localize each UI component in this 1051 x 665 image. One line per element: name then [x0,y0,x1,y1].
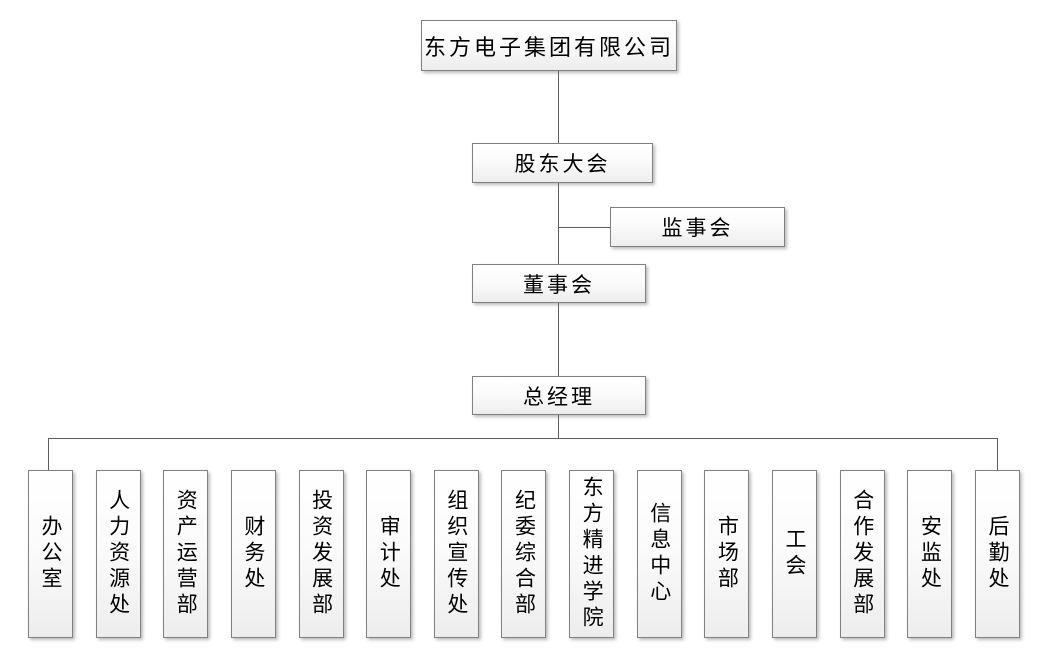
dept-label: 信息中心 [647,502,672,606]
node-board-of-directors: 董事会 [472,264,646,303]
node-general-manager: 总经理 [472,376,646,415]
connector-shareholders-board [558,183,559,264]
dept-box-finance: 财务处 [230,470,276,638]
dept-label: 后勤处 [985,515,1010,593]
node-company-label: 东方电子集团有限公司 [423,34,674,60]
node-general-manager-label: 总经理 [523,384,595,409]
node-supervisory-board-label: 监事会 [661,216,734,240]
department-row: 办公室 人力资源处 资产运营部 财务处 投资发展部 审计处 组织宣传处 纪委综合… [28,470,1020,638]
dept-label: 市场部 [715,515,740,593]
dept-box-discipline-inspection: 纪委综合部 [501,470,547,638]
dept-box-marketing: 市场部 [704,470,750,638]
connector-board-gm [558,303,559,376]
dept-label: 办公室 [39,515,63,593]
dept-box-investment-development: 投资发展部 [298,470,344,638]
dept-box-asset-operations: 资产运营部 [163,470,209,638]
dept-box-labor-union: 工会 [772,470,818,638]
connector-branch-supervisory [558,227,610,228]
dept-box-logistics: 后勤处 [974,470,1020,638]
dept-box-human-resources: 人力资源处 [95,470,141,638]
dept-label: 组织宣传处 [444,489,469,619]
node-shareholders-meeting-label: 股东大会 [514,152,611,176]
node-board-of-directors-label: 董事会 [523,272,595,297]
dept-label: 东方精进学院 [580,476,605,632]
node-shareholders-meeting: 股东大会 [472,143,653,183]
dept-box-organization-publicity: 组织宣传处 [433,470,479,638]
dept-label: 工会 [783,528,808,580]
dept-box-office: 办公室 [28,470,73,638]
dept-label: 合作发展部 [850,489,875,619]
connector-drop-right [997,438,998,470]
dept-box-audit: 审计处 [366,470,412,638]
dept-label: 财务处 [241,515,266,593]
connector-drop-left [48,438,49,470]
node-supervisory-board: 监事会 [610,207,785,247]
connector-bus-horizontal [48,438,998,439]
dept-box-safety-supervision: 安监处 [907,470,953,638]
dept-label: 资产运营部 [174,489,199,619]
connector-company-shareholders [558,71,559,143]
dept-label: 投资发展部 [309,489,334,619]
dept-label: 安监处 [918,515,943,593]
dept-box-cooperation-development: 合作发展部 [839,470,885,638]
dept-box-jingjin-academy: 东方精进学院 [569,470,615,638]
dept-label: 纪委综合部 [512,489,537,619]
node-company: 东方电子集团有限公司 [421,20,677,71]
dept-label: 审计处 [377,515,402,593]
connector-gm-bus [558,415,559,438]
dept-label: 人力资源处 [106,489,131,619]
dept-box-information-center: 信息中心 [636,470,682,638]
